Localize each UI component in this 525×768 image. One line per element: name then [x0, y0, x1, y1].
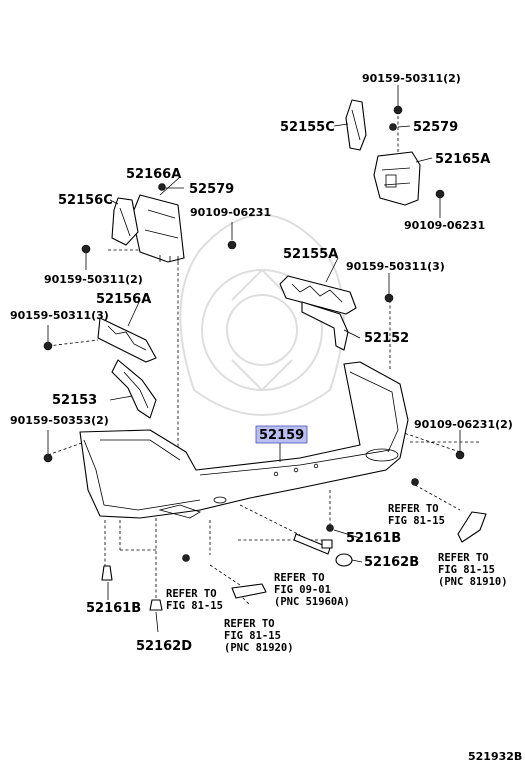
part-52162D-clip — [149, 599, 163, 611]
label-52161B-left: 52161B — [86, 601, 141, 616]
ref-line: REFER TO — [224, 618, 275, 630]
bolt-icon — [227, 240, 237, 250]
label-52155A: 52155A — [283, 247, 338, 262]
clip-icon — [389, 123, 397, 131]
highlight-52159 — [255, 425, 308, 444]
bolt-icon — [435, 189, 445, 199]
label-90159-50353: 90159-50353(2) — [10, 414, 109, 427]
ref-81-15-rightup: REFER TO FIG 81-15 — [388, 503, 445, 527]
label-90109-06231-2: 90109-06231(2) — [414, 418, 513, 431]
label-52162B: 52162B — [364, 555, 419, 570]
label-90159-50311-3-left: 90159-50311(3) — [10, 309, 109, 322]
part-81920-reflector-bottom — [231, 583, 267, 599]
label-52579-left: 52579 — [189, 182, 234, 197]
part-52152-plate — [301, 301, 349, 351]
ref-line: FIG 09-01 — [274, 584, 331, 596]
clip-icon — [182, 554, 190, 562]
ref-line: FIG 81-15 — [388, 515, 445, 527]
ref-line: (PNC 81910) — [438, 576, 508, 588]
bolt-icon — [455, 450, 465, 460]
bolt-icon — [43, 341, 53, 351]
part-52153-bracket — [111, 359, 157, 419]
part-52155A-bracket — [279, 275, 357, 315]
clip-icon — [326, 524, 334, 532]
label-52165A: 52165A — [435, 152, 490, 167]
label-52156C: 52156C — [58, 193, 113, 208]
label-52159: 52159 — [259, 428, 304, 443]
ref-line: FIG 81-15 — [438, 564, 495, 576]
part-51960A-rod — [293, 533, 333, 555]
solid-leaders — [47, 85, 461, 633]
bolt-icon — [393, 105, 403, 115]
bolt-icon — [43, 453, 53, 463]
label-52579-right: 52579 — [413, 120, 458, 135]
part-81910-reflector-right — [457, 511, 487, 543]
label-52161B-mid: 52161B — [346, 531, 401, 546]
ref-line: (PNC 81920) — [224, 642, 294, 654]
part-52156C-bracket — [111, 197, 139, 246]
ref-09-01: REFER TO FIG 09-01 (PNC 51960A) — [274, 572, 350, 608]
label-90159-50311-left2: 90159-50311(2) — [44, 273, 143, 286]
diagram-code: 521932B — [468, 750, 522, 763]
ref-line: FIG 81-15 — [166, 600, 223, 612]
ref-line: (PNC 51960A) — [274, 596, 350, 608]
label-52166A: 52166A — [126, 167, 181, 182]
label-90159-50311-top: 90159-50311(2) — [362, 72, 461, 85]
label-52155C: 52155C — [280, 120, 335, 135]
part-52156A-bracket — [97, 317, 157, 363]
label-90109-06231-left: 90109-06231 — [190, 206, 271, 219]
part-52159-bumper-cover — [79, 361, 409, 519]
ref-line: REFER TO — [166, 588, 217, 600]
ref-line: REFER TO — [274, 572, 325, 584]
label-52162D: 52162D — [136, 639, 192, 654]
label-52152: 52152 — [364, 331, 409, 346]
part-52155C-bracket — [345, 99, 367, 151]
dashed-leaders — [47, 116, 480, 606]
label-90109-06231-right: 90109-06231 — [404, 219, 485, 232]
label-52156A: 52156A — [96, 292, 151, 307]
bolt-icon — [81, 244, 91, 254]
clip-icon — [411, 478, 419, 486]
part-52161B-clip-left — [101, 565, 113, 581]
ref-81-15-bottom: REFER TO FIG 81-15 (PNC 81920) — [224, 618, 294, 654]
ref-81-15-mid: REFER TO FIG 81-15 — [166, 588, 223, 612]
ref-line: FIG 81-15 — [224, 630, 281, 642]
ref-line: REFER TO — [438, 552, 489, 564]
bolt-icon — [384, 293, 394, 303]
part-52165A-retainer — [373, 151, 421, 206]
part-52166A-retainer — [131, 194, 185, 263]
ref-line: REFER TO — [388, 503, 439, 515]
part-52162B-cap — [335, 553, 353, 567]
ref-81-15-right: REFER TO FIG 81-15 (PNC 81910) — [438, 552, 508, 588]
clip-icon — [158, 183, 166, 191]
label-90159-50311-3-right: 90159-50311(3) — [346, 260, 445, 273]
label-52153: 52153 — [52, 393, 97, 408]
